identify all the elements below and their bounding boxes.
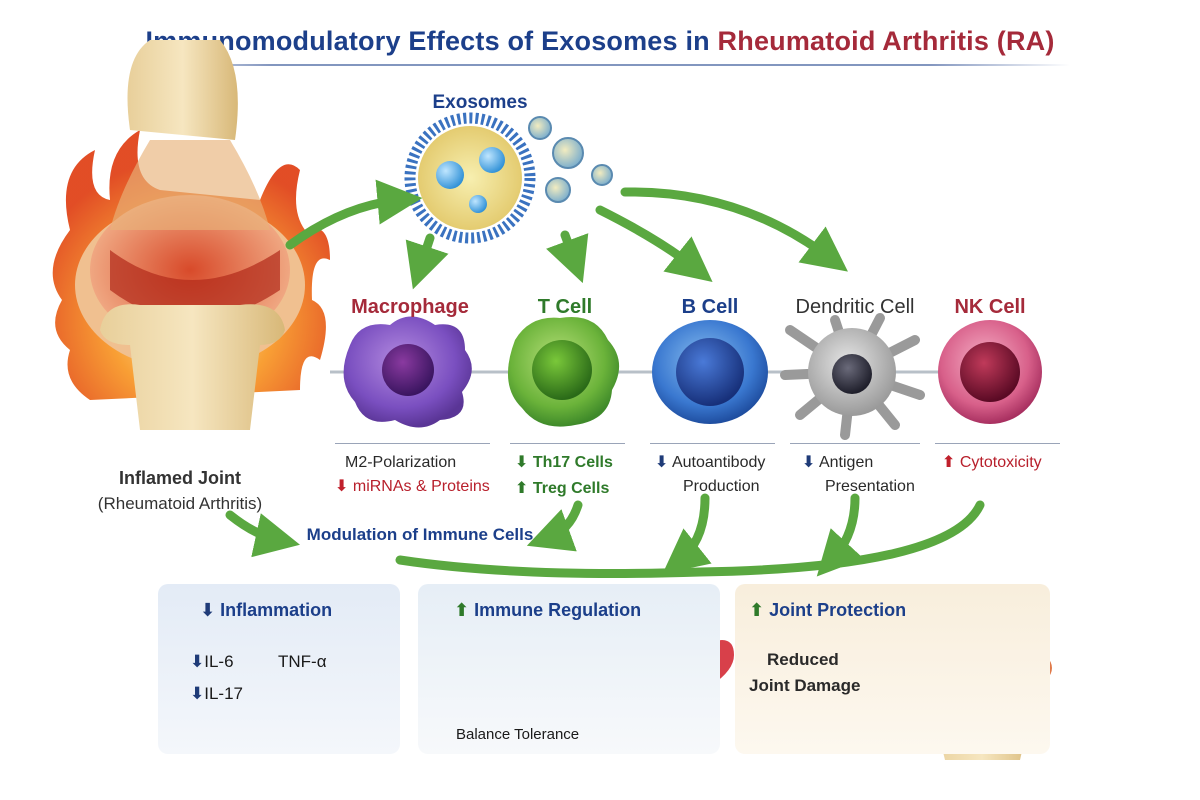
down-arrow-icon: ⬇ [200,600,216,620]
macrophage-effect-2: ⬇ miRNAs & Proteins [335,478,490,495]
arrow-exo-to-bcell [595,205,713,283]
joint-label: Inflamed Joint [118,468,241,488]
joint-damage-line: Joint Damage [749,676,861,695]
up-arrow-icon: ⬆ [749,600,765,620]
exosome-illustration [404,112,613,244]
title-main: Immunomodulatory Effects of Exosomes in [145,26,710,56]
arrow-exo-to-macrophage [405,233,449,290]
nk-cell [938,320,1042,424]
title-underline [130,64,1070,66]
down-arrow-icon: ⬇ [335,478,349,495]
macrophage-rule [335,443,490,444]
joint-protection-panel: ⬆ Joint Protection Reduced Joint Damage [735,584,1050,754]
tcell-effect-2: ⬆ Treg Cells [515,480,610,497]
reduced-line: Reduced [767,650,839,669]
joint-sublabel: (Rheumatoid Arthritis) [97,494,263,513]
tnf-item: TNF-α [278,652,327,671]
immune-regulation-panel: ⬆ Immune Regulation Balance Tolerance [418,584,720,754]
nkcell-label: NK Cell [954,296,1026,318]
inflamed-joint-illustration [52,40,330,430]
down-arrow-icon: ⬇ [655,454,669,471]
b-cell [652,320,768,424]
immune-regulation-title: ⬆ Immune Regulation [454,600,642,620]
arrow-tcell-to-modulation [526,500,583,552]
inflammation-panel: ⬇ Inflammation ⬇IL-6 TNF-α ⬇IL-17 [158,584,400,754]
bcell-effect-2: Production [683,478,760,495]
joint-caption: Inflamed Joint (Rheumatoid Arthritis) [70,465,290,517]
dendritic-rule [790,443,920,444]
nk-rule [935,443,1060,444]
arrow-exo-to-dendritic [620,187,848,272]
up-arrow-icon: ⬆ [454,600,470,620]
modulation-label: Modulation of Immune Cells [306,525,534,544]
il6-item: ⬇IL-6 [190,652,234,671]
arrow-exo-to-tcell [546,230,589,284]
title-highlight: Rheumatoid Arthritis (RA) [717,26,1055,56]
tcell-label: T Cell [537,296,593,318]
dendritic-effect-1: ⬇ Antigen [802,454,874,471]
down-arrow-icon: ⬇ [515,454,529,471]
dendritic-effect-2: Presentation [825,478,915,495]
macrophage-cell [343,316,472,428]
down-arrow-icon: ⬇ [190,684,205,703]
balance-tolerance-caption: Balance Tolerance [456,726,580,743]
il17-item: ⬇IL-17 [190,684,243,703]
arrow-dendritic-down [816,493,864,577]
macrophage-effect-1: M2-Polarization [345,454,457,471]
arrow-joint-to-exosome [285,179,423,250]
exosomes-label: Exosomes [432,92,528,113]
arrow-bcell-down [662,493,712,575]
macrophage-label: Macrophage [351,296,469,318]
dendritic-label: Dendritic Cell [795,296,915,318]
bcell-label: B Cell [681,296,739,318]
inflammation-title: ⬇ Inflammation [200,600,333,620]
dendritic-cell [780,313,925,440]
down-arrow-icon: ⬇ [190,652,205,671]
up-arrow-icon: ⬆ [942,454,956,471]
diagram-title: Immunomodulatory Effects of Exosomes in … [0,26,1200,57]
bcell-effect-1: ⬇ Autoantibody [655,454,766,471]
down-arrow-icon: ⬇ [802,454,816,471]
up-arrow-icon: ⬆ [515,480,529,497]
tcell-rule [510,443,625,444]
tcell-effect-1: ⬇ Th17 Cells [515,454,613,471]
t-cell [507,316,620,427]
bcell-rule [650,443,775,444]
flow-arrows [225,179,985,578]
arrow-joint-to-modulation [225,510,300,558]
joint-protection-title: ⬆ Joint Protection [749,600,907,620]
nk-effect-1: ⬆ Cytotoxicity [942,454,1042,471]
arrow-nk-sweep [395,500,985,578]
